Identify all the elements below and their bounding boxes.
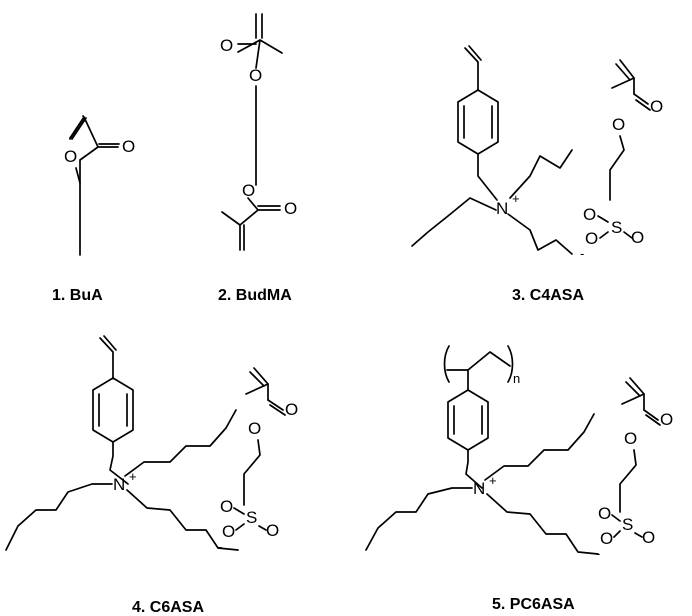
oxygen-ester-5: O [624, 429, 637, 448]
plus-pc6: + [489, 473, 497, 488]
oxygen-s3c: O [631, 228, 644, 247]
oxygen-s4a: O [220, 497, 233, 516]
structure-budma: O O O O 2. BudMA [218, 13, 297, 304]
oxygen-ester-2b: O [242, 181, 255, 200]
oxygen-s3b: O [585, 229, 598, 248]
plus-c4: + [512, 191, 520, 206]
structure-c6asa: N + O O S O O O - 4. C6ASA [5, 335, 298, 616]
minus-c4: - [580, 246, 584, 261]
structure-pc6asa: n N + O O S O O O - 5. PC6ASA [365, 345, 673, 613]
caption-budma: 2. BudMA [218, 287, 292, 304]
oxygen-carbonyl-1: O [122, 137, 135, 156]
nitrogen-c6: N [113, 475, 125, 494]
sulfur-c6: S [246, 508, 257, 527]
nitrogen-pc6: N [473, 479, 485, 498]
oxygen-s5c: O [642, 528, 655, 547]
sulfur-pc6: S [622, 515, 633, 534]
oxygen-s4c: O [266, 521, 279, 540]
caption-c4asa: 3. C4ASA [512, 287, 584, 304]
oxygen-s5b: O [600, 529, 613, 548]
caption-pc6asa: 5. PC6ASA [492, 596, 575, 613]
oxygen-ester-2a: O [249, 66, 262, 85]
oxygen-ester-4: O [248, 419, 261, 438]
sulfur-c4: S [611, 218, 622, 237]
structure-bua: O O 1. BuA [52, 115, 135, 304]
repeat-unit-n: n [513, 371, 520, 386]
nitrogen-c4: N [496, 199, 508, 218]
oxygen-ester-3: O [612, 115, 625, 134]
oxygen-carbonyl-5: O [660, 410, 673, 429]
oxygen-ester-1: O [64, 147, 77, 166]
structure-c4asa: N + O O S O O O - 3. C4ASA [411, 45, 663, 304]
minus-c6: - [218, 539, 222, 554]
oxygen-s4b: O [222, 522, 235, 541]
caption-c6asa: 4. C6ASA [132, 599, 204, 616]
oxygen-carbonyl-3: O [650, 97, 663, 116]
oxygen-carbonyl-4: O [285, 400, 298, 419]
oxygen-carbonyl-2a: O [220, 36, 233, 55]
caption-bua: 1. BuA [52, 287, 103, 304]
oxygen-s5a: O [598, 504, 611, 523]
minus-pc6: - [596, 546, 600, 561]
oxygen-s3a: O [583, 205, 596, 224]
plus-c6: + [129, 469, 137, 484]
oxygen-carbonyl-2b: O [284, 199, 297, 218]
